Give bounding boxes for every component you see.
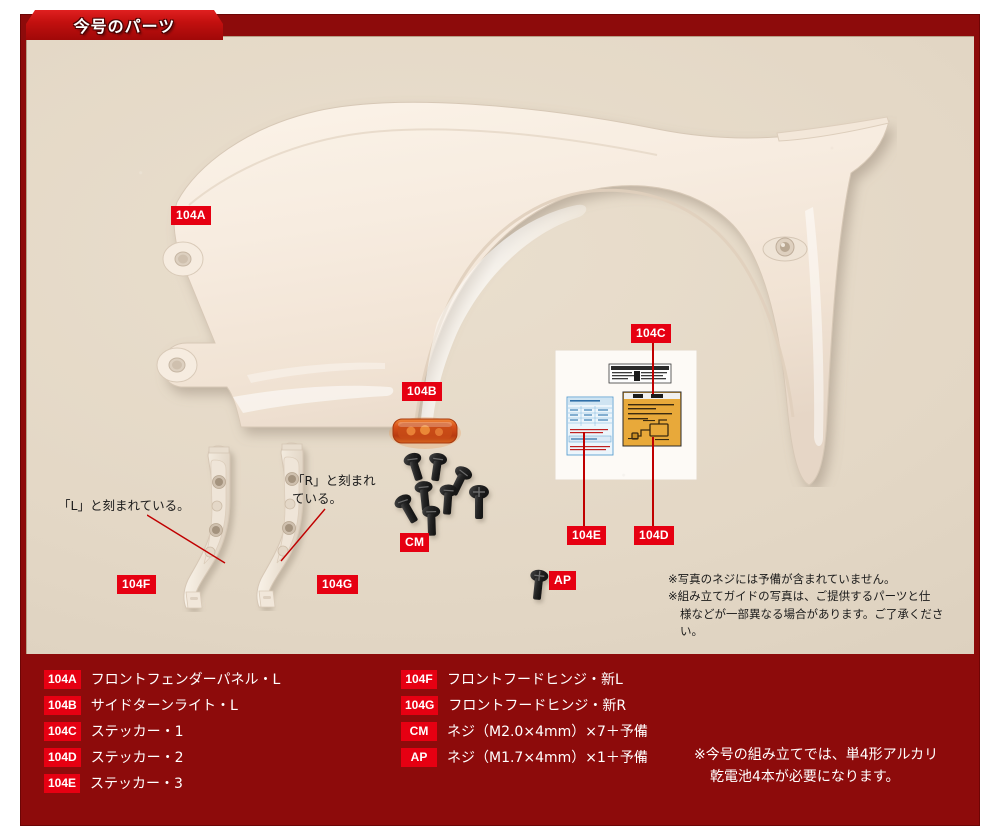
part-desc: ステッカー・3 (90, 776, 183, 792)
parts-list-column-right: 104F フロントフードヒンジ・新L 104G フロントフードヒンジ・新R CM… (401, 669, 648, 773)
battery-note-line2: 乾電池4本が必要になります。 (710, 768, 900, 785)
front-hood-hinge-right-image (256, 442, 304, 608)
annotation-right-hinge-line2: ている。 (292, 491, 343, 507)
ap-screw-image (530, 569, 549, 600)
callout-104c: 104C (631, 324, 671, 343)
section-tab: 今号のパーツ (26, 10, 223, 40)
front-fender-panel-image (156, 101, 890, 486)
callout-104a: 104A (171, 206, 211, 225)
side-turn-light-image (389, 417, 461, 449)
part-desc: ステッカー・1 (90, 724, 184, 740)
parts-list-row: 104G フロントフードヒンジ・新R (401, 695, 648, 715)
part-code: AP (401, 747, 437, 767)
section-tab-label: 今号のパーツ (73, 17, 176, 36)
part-code: 104F (401, 669, 437, 689)
parts-list-row: 104D ステッカー・2 (44, 747, 280, 767)
photo-note-1: ※写真のネジには予備が含まれていません。 (668, 572, 896, 586)
leader-left-hinge (147, 514, 226, 564)
annotation-left-hinge: 「L」と刻まれている。 (58, 498, 190, 513)
part-desc: フロントフードヒンジ・新L (447, 672, 623, 688)
part-desc: ネジ（M1.7×4mm）×1＋予備 (447, 750, 648, 766)
leader-right-hinge (280, 508, 326, 562)
parts-list-row: CM ネジ（M2.0×4mm）×7＋予備 (401, 721, 648, 741)
leader-104e (583, 432, 585, 526)
part-code: 104A (44, 669, 81, 689)
annotation-right-hinge: 「R」と刻まれ ている。 (292, 472, 382, 508)
photo-canvas: 104A 104B (27, 37, 974, 654)
part-code: 104D (44, 747, 81, 767)
part-code: 104B (44, 695, 81, 715)
annotation-right-hinge-line1: 「R」と刻まれ (292, 473, 376, 488)
parts-list-row: 104F フロントフードヒンジ・新L (401, 669, 648, 689)
parts-list-row: 104A フロントフェンダーパネル・L (44, 669, 280, 689)
callout-104b: 104B (402, 382, 442, 401)
battery-requirement-note: ※今号の組み立てでは、単4形アルカリ 乾電池4本が必要になります。 (694, 745, 938, 788)
part-desc: フロントフェンダーパネル・L (90, 672, 281, 688)
part-desc: サイドターンライト・L (90, 698, 238, 714)
turn-light-mount (762, 236, 808, 262)
front-hood-hinge-left-image (183, 445, 231, 609)
callout-104f: 104F (117, 575, 156, 594)
photo-frame: 104A 104B (26, 36, 974, 654)
photo-note-2: ※組み立てガイドの写真は、ご提供するパーツと仕 (668, 589, 931, 604)
parts-list-column-left: 104A フロントフェンダーパネル・L 104B サイドターンライト・L 104… (44, 669, 280, 799)
part-code: CM (401, 721, 437, 741)
part-desc: ステッカー・2 (90, 750, 184, 766)
callout-104g: 104G (317, 575, 358, 594)
parts-list-row: 104C ステッカー・1 (44, 721, 280, 741)
callout-cm: CM (400, 533, 430, 552)
parts-list-row: 104B サイドターンライト・L (44, 695, 280, 715)
callout-104e: 104E (567, 526, 607, 545)
leader-104c (652, 342, 654, 394)
part-desc: ネジ（M2.0×4mm）×7＋予備 (447, 724, 648, 740)
part-code: 104G (401, 695, 439, 715)
photo-note-3: 様などが一部異なる場合があります。ご了承ください。 (680, 606, 944, 638)
parts-list-footer: 104A フロントフェンダーパネル・L 104B サイドターンライト・L 104… (26, 655, 974, 825)
parts-list-row: AP ネジ（M1.7×4mm）×1＋予備 (401, 747, 648, 767)
photo-disclaimer-notes: ※写真のネジには予備が含まれていません。 ※組み立てガイドの写真は、ご提供するパ… (668, 571, 958, 640)
part-desc: フロントフードヒンジ・新R (448, 698, 627, 714)
part-code: 104E (44, 773, 81, 793)
parts-list-row: 104E ステッカー・3 (44, 773, 280, 793)
cm-screws-image (394, 452, 489, 536)
part-code: 104C (44, 721, 81, 741)
sticker-sheet-image (555, 350, 697, 480)
callout-104d: 104D (634, 526, 674, 545)
battery-note-line1: ※今号の組み立てでは、単4形アルカリ (694, 747, 939, 763)
leader-104d (652, 437, 654, 526)
callout-ap: AP (549, 571, 577, 590)
